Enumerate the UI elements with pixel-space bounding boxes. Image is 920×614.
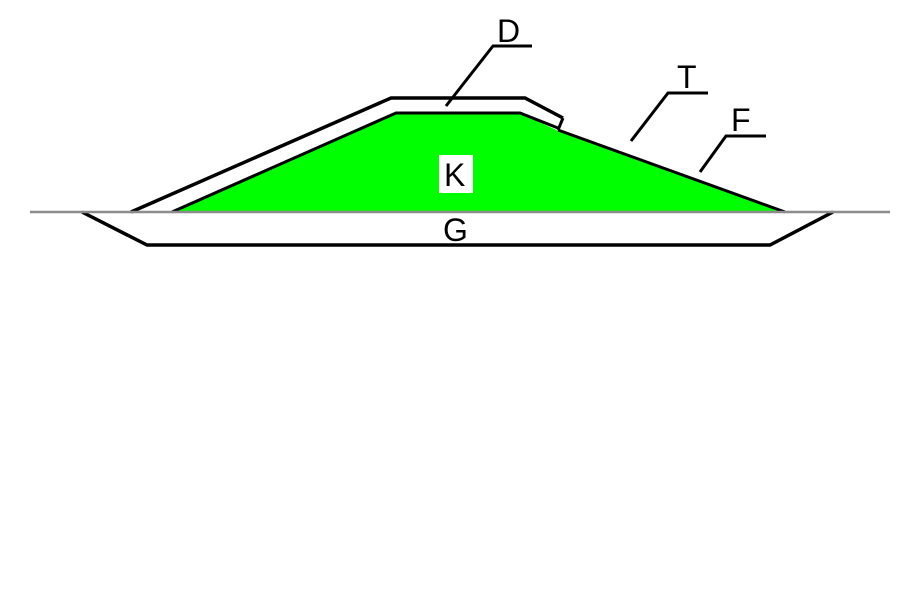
leader-t [629, 91, 708, 142]
core-zone [172, 113, 785, 212]
leader-f [698, 134, 766, 173]
label-g: G [443, 212, 468, 248]
label-k: K [444, 157, 465, 193]
label-f: F [731, 102, 751, 138]
foundation-outline [81, 210, 834, 247]
drainage-notch [556, 117, 565, 131]
downstream-slope [557, 128, 786, 214]
label-k-background [439, 155, 473, 193]
drainage-strip [131, 98, 563, 212]
label-d: D [497, 13, 520, 49]
core-outline [171, 111, 559, 214]
outer-shell-outline [130, 96, 564, 214]
leader-d [444, 44, 532, 107]
label-t: T [677, 59, 697, 95]
